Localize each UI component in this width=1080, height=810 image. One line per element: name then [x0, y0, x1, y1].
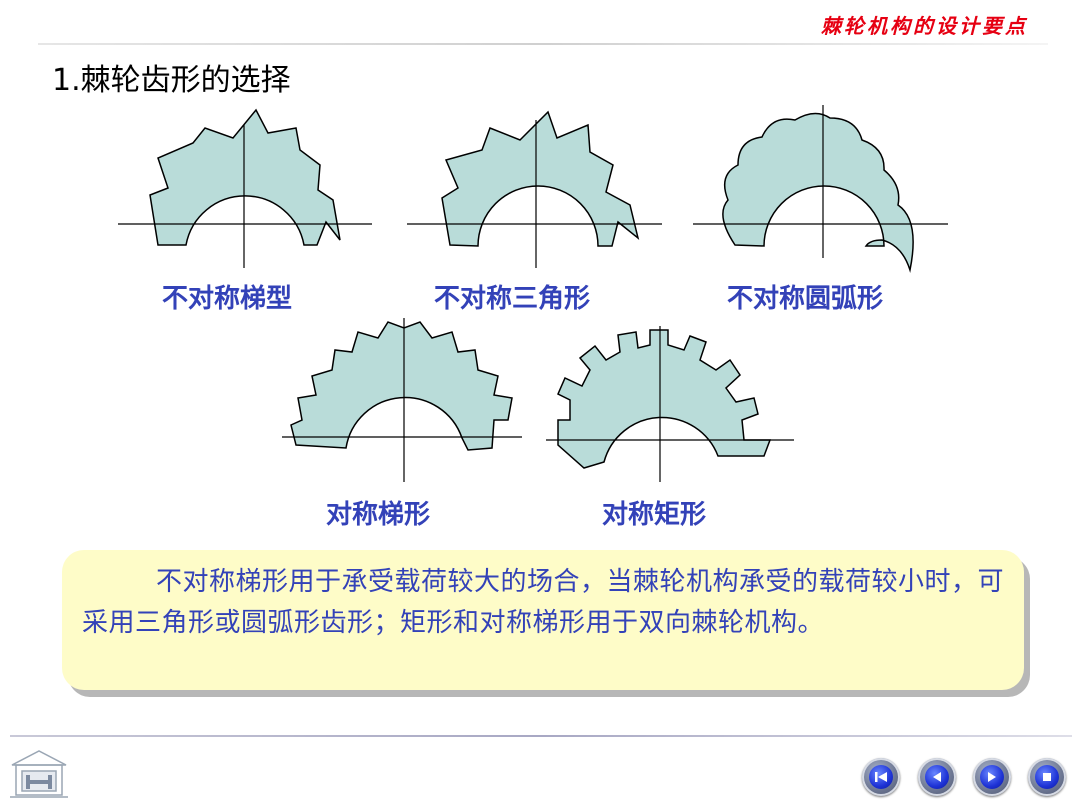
header-divider: [38, 43, 1048, 45]
wheel-asym-triangle: [407, 110, 662, 268]
logo-icon: [10, 750, 68, 798]
wheel-sym-rectangle: [546, 326, 794, 482]
wheel-asym-arc-shape: [722, 112, 914, 273]
label-sym-trapezoid: 对称梯形: [326, 500, 431, 530]
section-title: 1.棘轮齿形的选择: [52, 63, 291, 98]
label-asym-triangle: 不对称三角形: [434, 284, 591, 314]
note-box: 不对称梯形用于承受载荷较大的场合，当棘轮机构承受的载荷较小时，可采用三角形或圆弧…: [62, 550, 1024, 690]
wheel-asym-trapezoid: [118, 108, 372, 268]
stop-icon: [1043, 773, 1051, 781]
wheel-asym-arc: [693, 105, 948, 273]
stop-button[interactable]: [1028, 758, 1066, 796]
footer-divider: [10, 735, 1072, 737]
first-page-button[interactable]: [862, 758, 900, 796]
header-title: 棘轮机构的设计要点: [821, 14, 1028, 38]
wheel-asym-trapezoid-shape: [149, 108, 341, 246]
previous-page-button[interactable]: [918, 758, 956, 796]
previous-page-icon: [933, 772, 941, 782]
next-page-icon: [988, 772, 996, 782]
wheel-sym-rectangle-shape: [557, 329, 772, 469]
label-asym-arc: 不对称圆弧形: [727, 284, 884, 314]
label-asym-trapezoid: 不对称梯型: [162, 284, 293, 314]
ratchet-diagrams: [118, 105, 948, 482]
next-page-button[interactable]: [973, 758, 1011, 796]
first-page-icon: [875, 772, 887, 782]
wheel-asym-triangle-shape: [441, 110, 640, 247]
wheel-sym-trapezoid-shape: [290, 321, 513, 451]
note-text: 不对称梯形用于承受载荷较大的场合，当棘轮机构承受的载荷较小时，可采用三角形或圆弧…: [82, 567, 1005, 638]
label-sym-rectangle: 对称矩形: [602, 500, 707, 530]
wheel-sym-trapezoid: [282, 318, 522, 482]
